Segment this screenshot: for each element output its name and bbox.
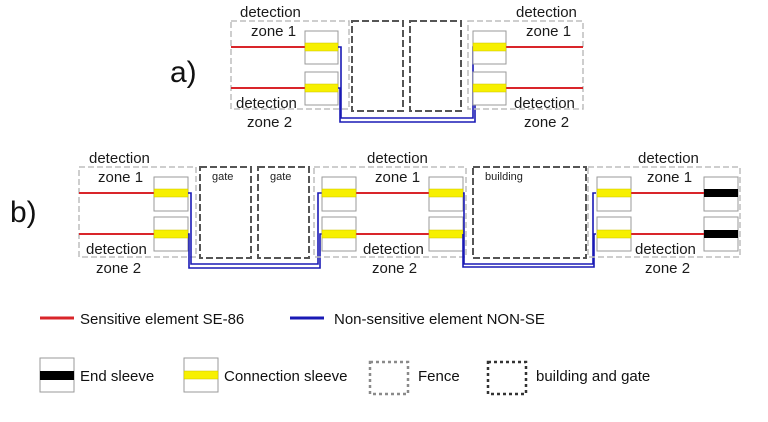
non-sensitive-cable (188, 233, 322, 269)
zone2-title: detection (86, 241, 147, 258)
legend: Sensitive element SE-86 Non-sensitive el… (39, 311, 650, 396)
zone1-subtitle: zone 1 (375, 169, 420, 186)
non-sensitive-cable (462, 233, 596, 268)
legend-connection-sleeve-swatch (183, 370, 219, 380)
zone2-title-right: detection (514, 95, 575, 112)
fence-3 (587, 166, 741, 258)
zone1-subtitle: zone 1 (98, 169, 143, 186)
zone1-title: detection (638, 150, 699, 167)
gate-outline (199, 166, 252, 259)
zone2-subtitle: zone 2 (372, 260, 417, 277)
gate-label: gate (212, 171, 233, 183)
non-sensitive-cable (338, 87, 476, 123)
zone2-subtitle-right: zone 2 (524, 114, 569, 131)
zone2-title-left: detection (236, 95, 297, 112)
connection-sleeve (428, 188, 464, 198)
zone1-title-right: detection (516, 4, 577, 21)
panel-a-label: a) (170, 56, 197, 89)
panel-a: a) detection zone 1 detection zone 2 det… (170, 4, 584, 131)
building-outline (351, 20, 404, 112)
end-sleeve (704, 230, 738, 238)
fence-1 (78, 166, 197, 258)
connection-sleeve (596, 229, 632, 239)
connection-sleeve (321, 188, 357, 198)
connection-sleeve (472, 83, 507, 93)
fence-right (467, 20, 584, 110)
connection-sleeve (472, 42, 507, 52)
non-sensitive-cable (188, 192, 322, 265)
building-outline (472, 166, 587, 259)
legend-sensitive-label: Sensitive element SE-86 (80, 311, 244, 328)
legend-fence-label: Fence (418, 368, 460, 385)
zone2-subtitle-left: zone 2 (247, 114, 292, 131)
end-sleeve (704, 189, 738, 197)
zone1-title: detection (89, 150, 150, 167)
zone1-subtitle: zone 1 (647, 169, 692, 186)
zone1-title-left: detection (240, 4, 301, 21)
legend-fence-swatch (368, 360, 410, 396)
zone2-title: detection (363, 241, 424, 258)
non-sensitive-cable (338, 46, 476, 119)
legend-end-sleeve-label: End sleeve (80, 368, 154, 385)
building-outline (409, 20, 462, 112)
legend-non-sensitive-label: Non-sensitive element NON-SE (334, 311, 545, 328)
zone2-subtitle: zone 2 (645, 260, 690, 277)
zone1-title: detection (367, 150, 428, 167)
legend-building-gate-swatch (486, 360, 528, 396)
connection-sleeve (596, 188, 632, 198)
non-sensitive-cable (463, 192, 596, 265)
panel-b-label: b) (10, 196, 37, 229)
legend-connection-sleeve-label: Connection sleeve (224, 368, 347, 385)
fence-left (230, 20, 350, 110)
panel-b: b) detection zone 1 detection zone 2 gat… (10, 150, 741, 277)
gate-label: gate (270, 171, 291, 183)
zone2-title: detection (635, 241, 696, 258)
connection-sleeve (304, 42, 339, 52)
fence-2 (313, 166, 467, 258)
zone1-subtitle-right: zone 1 (526, 23, 571, 40)
connection-sleeve (428, 229, 464, 239)
zone2-subtitle: zone 2 (96, 260, 141, 277)
building-label: building (485, 171, 523, 183)
zone1-subtitle-left: zone 1 (251, 23, 296, 40)
connection-sleeve (321, 229, 357, 239)
connection-sleeve (153, 188, 189, 198)
connection-sleeve (153, 229, 189, 239)
legend-building-gate-label: building and gate (536, 368, 650, 385)
legend-end-sleeve-swatch (40, 371, 74, 380)
connection-sleeve (304, 83, 339, 93)
gate-outline (257, 166, 310, 259)
